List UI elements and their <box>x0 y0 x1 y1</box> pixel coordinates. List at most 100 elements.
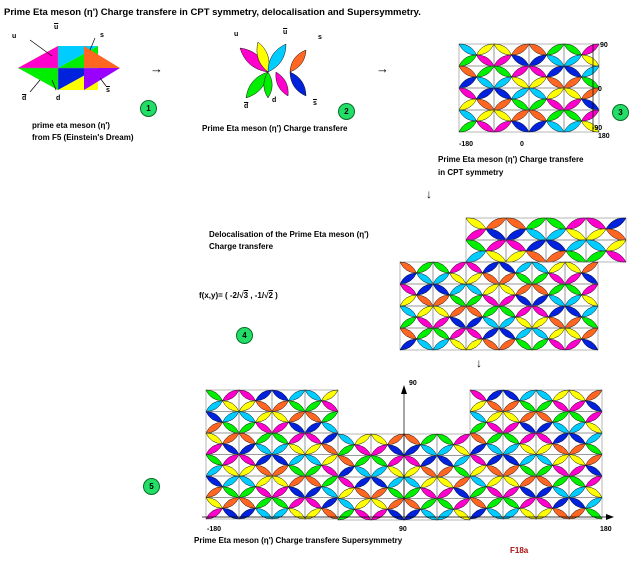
petal <box>421 488 438 499</box>
petal <box>450 284 467 295</box>
petal <box>512 66 530 77</box>
formula-right: ) <box>273 291 278 300</box>
step-badge-5: 5 <box>143 478 160 495</box>
petal <box>487 487 504 498</box>
petal <box>289 422 306 433</box>
petal <box>470 444 487 455</box>
petal <box>487 465 504 476</box>
petal <box>388 509 405 520</box>
petal <box>338 499 355 510</box>
p2-quark-label-sbar: s <box>313 100 317 107</box>
petal <box>512 99 530 110</box>
petal <box>536 422 553 433</box>
petal <box>477 88 495 99</box>
petal <box>564 110 582 121</box>
petal <box>569 476 586 487</box>
petal <box>322 487 339 498</box>
petal <box>494 44 512 55</box>
petal <box>355 477 372 488</box>
petal <box>206 422 223 433</box>
petal <box>459 44 477 55</box>
p3-axis-minus90: -90 <box>592 125 602 132</box>
petal <box>606 229 626 240</box>
petal <box>459 99 477 110</box>
petal <box>477 55 495 66</box>
step-badge-2: 2 <box>338 103 355 120</box>
petal <box>322 433 339 444</box>
petal <box>400 328 417 339</box>
petal <box>506 251 526 262</box>
petal <box>483 284 500 295</box>
petal <box>487 508 504 519</box>
panel4-caption-line2: Charge transfere <box>209 243 273 251</box>
petal <box>582 284 599 295</box>
petal <box>487 476 504 487</box>
p3-axis-minus180: -180 <box>459 141 473 148</box>
petal <box>400 273 417 284</box>
petal <box>494 66 512 77</box>
petal <box>421 477 438 488</box>
petal <box>289 412 306 423</box>
petal <box>477 99 495 110</box>
petal <box>487 455 504 466</box>
petal <box>404 477 421 488</box>
petal <box>400 306 417 317</box>
petal <box>547 99 565 110</box>
petal <box>506 218 526 229</box>
petal <box>272 498 289 509</box>
petal <box>565 262 582 273</box>
petal <box>516 339 533 350</box>
petal <box>532 306 549 317</box>
petal <box>532 262 549 273</box>
petal <box>322 455 339 466</box>
petal <box>569 444 586 455</box>
quark-label-sbar: s <box>106 87 110 94</box>
petal <box>503 390 520 401</box>
petal <box>404 456 421 467</box>
petal <box>564 55 582 66</box>
petal <box>355 445 372 456</box>
petal <box>586 218 606 229</box>
petal <box>338 434 355 445</box>
petal <box>206 487 223 498</box>
petal <box>532 273 549 284</box>
petal <box>549 262 566 273</box>
petal <box>553 444 570 455</box>
petal <box>529 77 547 88</box>
petal <box>586 433 603 444</box>
petal <box>494 77 512 88</box>
petal <box>459 110 477 121</box>
petal <box>355 456 372 467</box>
petal <box>516 328 533 339</box>
petal <box>536 465 553 476</box>
petal <box>549 284 566 295</box>
panel1-triangles <box>18 38 120 92</box>
petal <box>569 487 586 498</box>
petal <box>503 455 520 466</box>
petal <box>289 455 306 466</box>
petal <box>338 466 355 477</box>
petal <box>499 306 516 317</box>
petal <box>532 328 549 339</box>
petal <box>503 508 520 519</box>
petal <box>546 251 566 262</box>
quark-label-u: u <box>12 33 16 40</box>
petal <box>486 240 506 251</box>
petal <box>322 422 339 433</box>
petal <box>520 465 537 476</box>
petal <box>536 390 553 401</box>
petal <box>338 477 355 488</box>
petal <box>459 121 477 132</box>
petal <box>450 328 467 339</box>
arrow-right-2: → <box>376 62 389 75</box>
petal <box>305 508 322 519</box>
petal <box>569 412 586 423</box>
step-badge-1: 1 <box>140 100 157 117</box>
petal <box>338 488 355 499</box>
petal <box>322 465 339 476</box>
petal <box>586 476 603 487</box>
petal <box>289 465 306 476</box>
petal <box>470 390 487 401</box>
sqrt-sign: /√ <box>237 291 244 300</box>
petal <box>529 44 547 55</box>
